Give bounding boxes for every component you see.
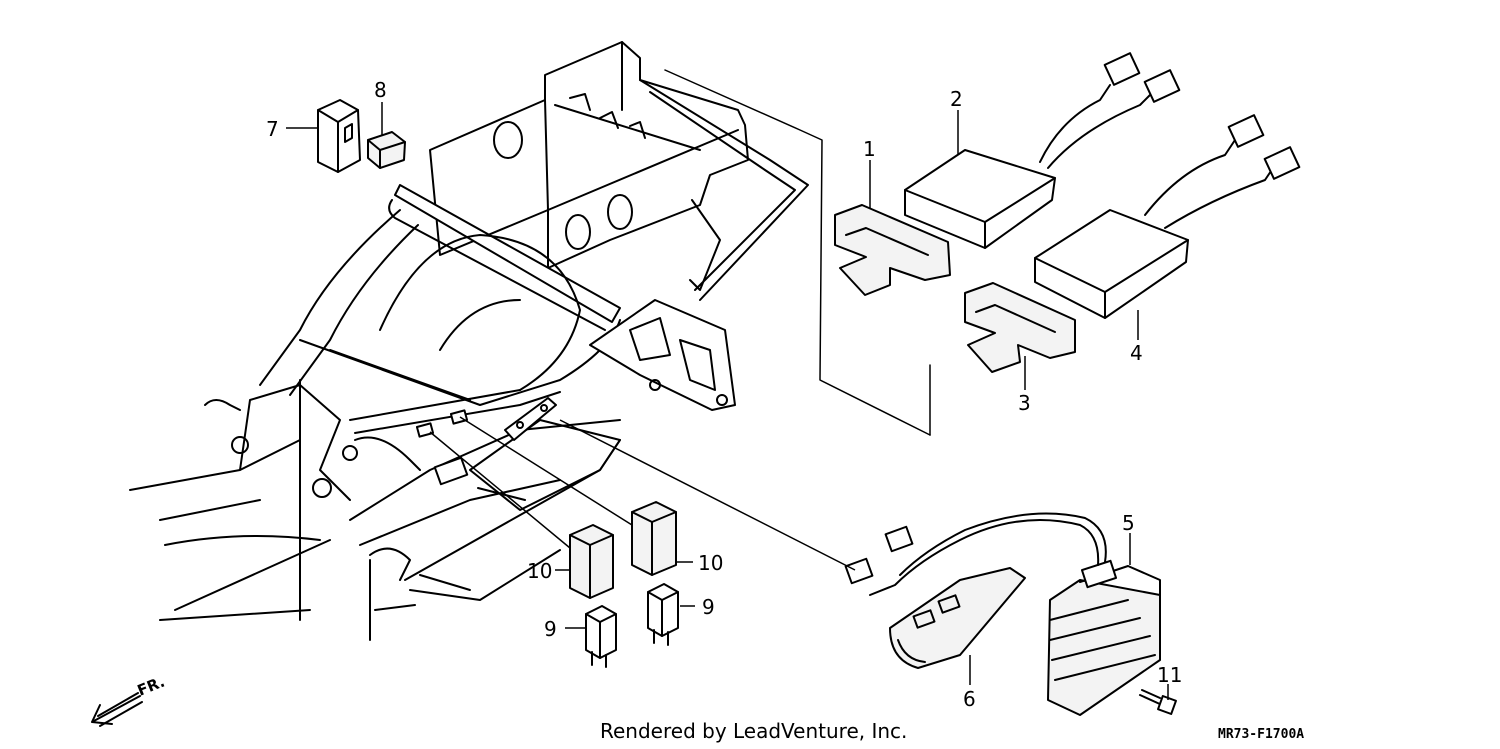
diagram-code: MR73-F1700A	[1218, 727, 1304, 742]
callout-9-right: 9	[702, 595, 715, 619]
callout-2: 2	[950, 87, 963, 111]
callout-7: 7	[266, 117, 279, 141]
callout-8: 8	[374, 78, 387, 102]
rear-frame-drawing	[129, 41, 931, 641]
regulator-part-5	[844, 512, 1161, 716]
front-direction-label: FR.	[135, 673, 168, 700]
rubber-mount-part-3	[964, 282, 1076, 373]
callout-10-left: 10	[527, 559, 552, 583]
bolt-part-11	[1139, 689, 1177, 715]
relay-part-9-left	[585, 605, 617, 668]
cover-part-6	[889, 567, 1026, 669]
callout-11: 11	[1157, 663, 1182, 687]
arrow-icon	[91, 695, 141, 725]
control-unit-part-2	[904, 52, 1181, 249]
callout-1: 1	[863, 137, 876, 161]
relay-part-9-right	[647, 583, 679, 646]
callout-3: 3	[1018, 391, 1031, 415]
callout-5: 5	[1122, 511, 1135, 535]
credit-text: Rendered by LeadVenture, Inc.	[600, 719, 907, 743]
callout-labels: 1 2 3 4 5 6 7 8 9 9 10 10 11	[266, 78, 1182, 711]
relay-part-7	[317, 99, 361, 173]
callout-4: 4	[1130, 341, 1143, 365]
callout-9-left: 9	[544, 617, 557, 641]
callout-10-right: 10	[698, 551, 723, 575]
relay-part-10-right	[631, 501, 677, 576]
relay-part-10-left	[569, 524, 614, 599]
cap-part-8	[367, 131, 406, 169]
callout-6: 6	[963, 687, 976, 711]
control-unit-part-4	[1034, 114, 1301, 319]
front-direction-arrow: FR.	[91, 673, 168, 727]
leader-lines	[286, 102, 1169, 700]
rubber-mount-part-1	[834, 204, 951, 296]
